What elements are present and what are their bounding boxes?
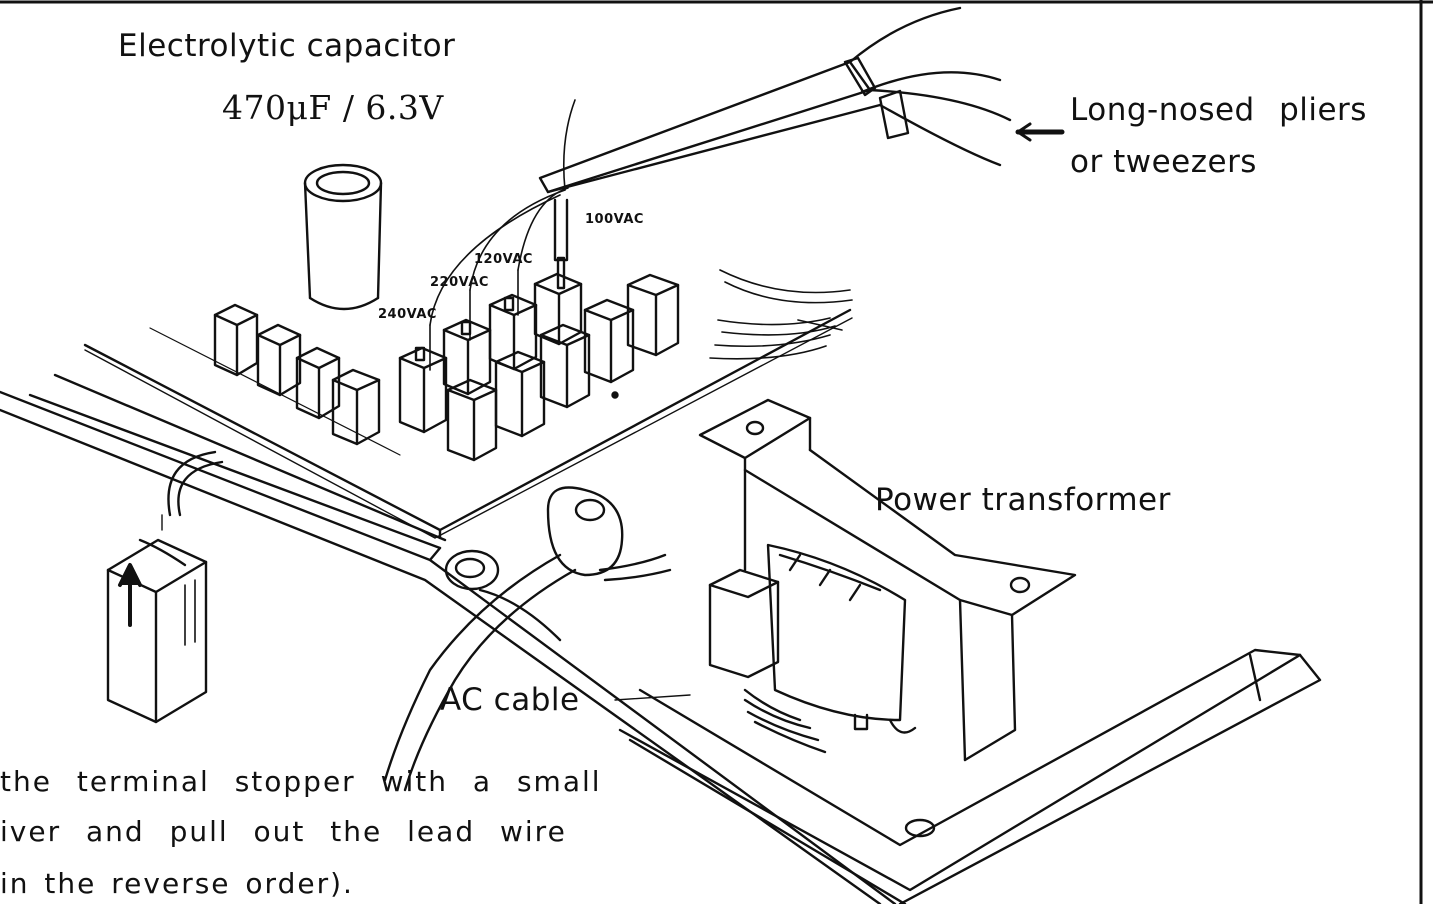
terminal-block-detail	[106, 538, 208, 724]
voltage-selector-connectors	[398, 269, 680, 462]
connector-row-left	[213, 303, 381, 446]
voltage-label-240: 240VAC	[378, 307, 437, 322]
power-transformer	[698, 398, 1077, 762]
pliers-arrow-icon	[1015, 122, 1065, 142]
electrolytic-capacitor	[303, 163, 383, 311]
capacitor-title-label: Electrolytic capacitor	[118, 28, 456, 64]
capacitor-value-label: 470μF / 6.3V	[222, 88, 444, 127]
stopper-arrow-icon	[118, 563, 142, 627]
pliers-label-line2: or tweezers	[1070, 144, 1257, 180]
ac-cable-label: AC cable	[440, 682, 580, 718]
wire-harness	[709, 269, 853, 360]
ac-cable	[383, 486, 691, 792]
caption-line-3: in the reverse order).	[0, 867, 354, 900]
transformer-label: Power transformer	[875, 482, 1171, 518]
lead-wires	[429, 187, 569, 326]
voltage-label-120: 120VAC	[474, 252, 533, 267]
caption-line-2: iver and pull out the lead wire	[0, 815, 567, 848]
chassis-base	[0, 373, 1322, 904]
long-nosed-pliers	[538, 6, 1012, 290]
pliers-label-line1: Long-nosed pliers	[1070, 92, 1367, 128]
caption-line-1: the terminal stopper with a small	[0, 765, 602, 798]
voltage-label-220: 220VAC	[430, 275, 489, 290]
voltage-label-100: 100VAC	[585, 212, 644, 227]
cable-tie	[161, 450, 224, 531]
